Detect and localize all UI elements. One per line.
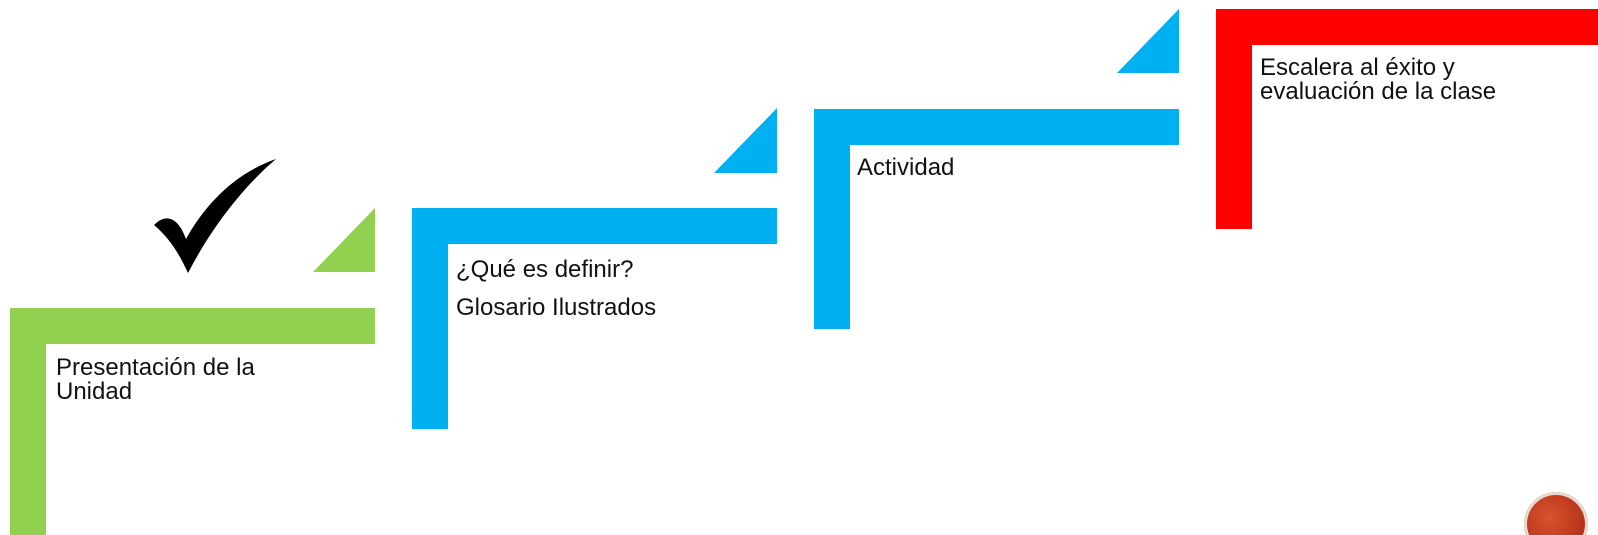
step-1-label-line-2: Unidad — [56, 378, 133, 405]
step-4-label-line-2: evaluación de la clase — [1260, 78, 1497, 105]
step-4-label: Escalera al éxito y evaluación de la cla… — [1260, 56, 1496, 104]
step-4-label-line-1: Escalera al éxito y — [1260, 54, 1455, 81]
step-2-label-line-1: ¿Qué es definir? — [456, 256, 634, 283]
step-3-label: Actividad — [857, 156, 954, 180]
step-2-label-line-2: Glosario Ilustrados — [456, 294, 657, 321]
step-3-top-bar — [814, 109, 1179, 145]
step-3-side-bar — [814, 109, 850, 329]
step-3-label-line-1: Actividad — [857, 154, 955, 181]
step-3-arrow-triangle — [1117, 9, 1179, 73]
step-1-top-bar — [10, 308, 375, 344]
step-2-side-bar — [412, 208, 448, 429]
step-1-side-bar — [10, 308, 46, 535]
step-1-arrow-triangle — [313, 208, 375, 272]
step-1-label: Presentación de la Unidad — [56, 356, 255, 404]
check-mark-icon — [154, 159, 276, 273]
step-2-arrow-triangle — [714, 108, 777, 173]
step-1-label-line-1: Presentación de la — [56, 354, 255, 381]
step-4-top-bar — [1216, 9, 1598, 45]
step-4-side-bar — [1216, 9, 1252, 229]
seal-icon — [1524, 492, 1588, 535]
step-2-label: ¿Qué es definir? Glosario Ilustrados — [456, 258, 656, 320]
step-2-top-bar — [412, 208, 777, 244]
